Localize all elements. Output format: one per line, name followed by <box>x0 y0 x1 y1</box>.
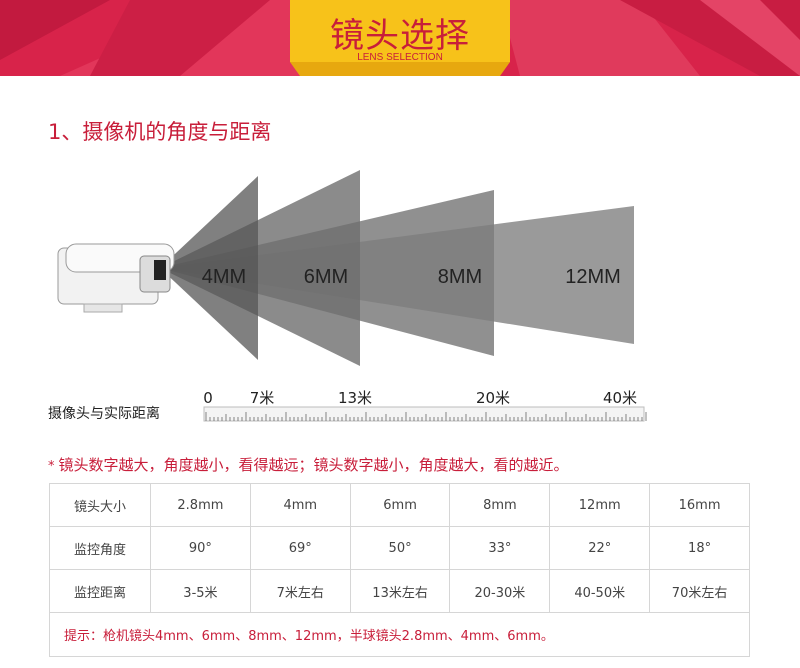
header-badge: 镜头选择 LENS SELECTION <box>278 0 522 76</box>
cone-4mm <box>160 176 258 360</box>
lens-label-6mm: 6MM <box>304 266 348 288</box>
ruler-mark-7: 7米 <box>250 389 275 407</box>
ruler-mark-40: 40米 <box>603 389 637 407</box>
table-cell: 12mm <box>549 483 651 527</box>
cone-6mm <box>160 170 360 366</box>
note-star: * <box>48 459 55 474</box>
table-row-lens-size: 镜头大小 2.8mm 4mm 6mm 8mm 12mm 16mm <box>49 483 750 527</box>
table-cell: 33° <box>449 526 551 570</box>
header-banner: 镜头选择 LENS SELECTION <box>0 0 800 76</box>
section-title: 1、摄像机的角度与距离 <box>48 120 272 144</box>
table-cell: 16mm <box>649 483 750 527</box>
banner-background <box>0 0 800 76</box>
row-header: 监控距离 <box>49 569 151 613</box>
ruler-mark-20: 20米 <box>476 389 510 407</box>
ruler-title: 摄像头与实际距离 <box>48 405 160 422</box>
table-cell: 13米左右 <box>349 569 451 613</box>
page-title: 镜头选择 <box>330 16 470 56</box>
lens-angle-diagram: 4MM 6MM 8MM 12MM 摄像头与实际距离 0 7米 13米 20米 4… <box>0 170 800 440</box>
tip-text: 提示：枪机镜头4mm、6mm、8mm、12mm，半球镜头2.8mm、4mm、6m… <box>49 612 750 657</box>
table-cell: 2.8mm <box>150 483 251 527</box>
lens-label-12mm: 12MM <box>565 266 621 288</box>
table-cell: 22° <box>549 526 651 570</box>
table-row-tip: 提示：枪机镜头4mm、6mm、8mm、12mm，半球镜头2.8mm、4mm、6m… <box>49 612 750 657</box>
table-cell: 90° <box>150 526 251 570</box>
distance-ruler <box>203 406 647 422</box>
note-text: 镜头数字越大，角度越小，看得越远；镜头数字越小，角度越大，看的越近。 <box>58 456 569 474</box>
table-row-angle: 监控角度 90° 69° 50° 33° 22° 18° <box>49 526 750 570</box>
table-cell: 8mm <box>449 483 551 527</box>
ruler-mark-0: 0 <box>203 389 213 407</box>
lens-note: *镜头数字越大，角度越小，看得越远；镜头数字越小，角度越大，看的越近。 <box>48 454 569 475</box>
row-header: 监控角度 <box>49 526 151 570</box>
table-cell: 40-50米 <box>549 569 651 613</box>
ruler-ticks <box>205 412 647 421</box>
table-cell: 20-30米 <box>449 569 551 613</box>
table-cell: 7米左右 <box>249 569 351 613</box>
table-cell: 18° <box>649 526 750 570</box>
row-header: 镜头大小 <box>49 483 151 527</box>
diagram-svg: 4MM 6MM 8MM 12MM 摄像头与实际距离 0 7米 13米 20米 4… <box>48 170 647 422</box>
camera-icon <box>57 243 175 313</box>
table-cell: 6mm <box>349 483 451 527</box>
lens-spec-table: 镜头大小 2.8mm 4mm 6mm 8mm 12mm 16mm 监控角度 90… <box>49 483 750 657</box>
table-row-distance: 监控距离 3-5米 7米左右 13米左右 20-30米 40-50米 70米左右 <box>49 569 750 613</box>
lens-label-4mm: 4MM <box>202 266 246 288</box>
lens-label-8mm: 8MM <box>438 266 482 288</box>
table-cell: 3-5米 <box>150 569 251 613</box>
table-cell: 50° <box>349 526 451 570</box>
table-cell: 69° <box>249 526 351 570</box>
table-cell: 70米左右 <box>649 569 750 613</box>
ruler-mark-13: 13米 <box>338 389 372 407</box>
table-cell: 4mm <box>249 483 351 527</box>
page-subtitle: LENS SELECTION <box>357 52 443 63</box>
